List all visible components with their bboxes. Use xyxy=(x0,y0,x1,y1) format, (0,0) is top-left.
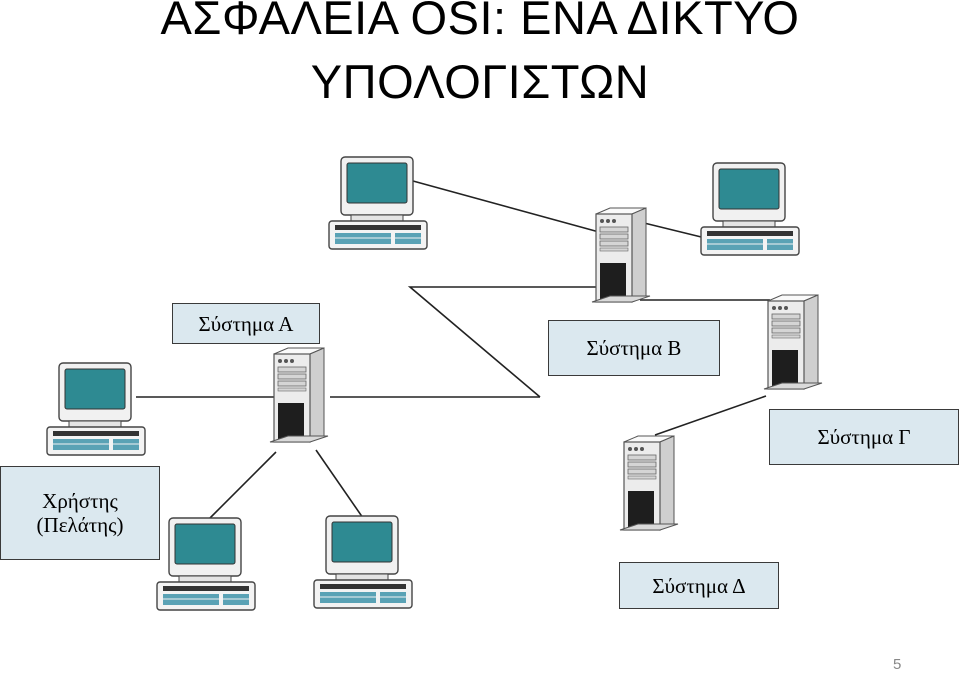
label-system-g-text: Σύστημα Γ xyxy=(817,425,911,449)
label-system-d-text: Σύστημα Δ xyxy=(652,573,746,598)
desktop-computer-icon xyxy=(46,362,146,456)
desktop-computer-icon xyxy=(700,162,800,256)
desktop-computer-icon xyxy=(156,517,256,611)
label-user-line-1: Χρήστης xyxy=(42,489,118,513)
title-line-2: ΥΠΟΛΟΓΙΣΤΩΝ xyxy=(310,55,650,108)
label-system-a: Σύστημα Α xyxy=(172,303,320,344)
link-system-b-z-path xyxy=(407,286,598,398)
label-system-g: Σύστημα Γ xyxy=(769,409,959,465)
label-system-d: Σύστημα Δ xyxy=(619,562,779,609)
link-system-a-to-pc-bottom-left xyxy=(209,451,277,519)
link-system-a-to-pc-bottom-right xyxy=(315,449,364,519)
label-user-client: Χρήστης (Πελάτης) xyxy=(0,466,160,560)
connection-lines xyxy=(136,180,770,519)
server-tower-icon xyxy=(619,435,679,531)
server-tower-icon xyxy=(269,347,329,443)
label-system-b-text: Σύστημα Β xyxy=(586,336,682,360)
desktop-computer-icon xyxy=(313,515,413,609)
server-tower-icon xyxy=(763,294,823,390)
label-system-a-text: Σύστημα Α xyxy=(198,311,294,336)
link-system-g-to-system-d xyxy=(654,395,767,436)
slide-title: ΑΣΦΑΛΕΙΑ OSI: ΕΝΑ ΔΙΚΤΥΟ ΥΠΟΛΟΓΙΣΤΩΝ xyxy=(0,0,960,114)
label-user-line-2: (Πελάτης) xyxy=(36,513,124,537)
title-line-1: ΑΣΦΑΛΕΙΑ OSI: ΕΝΑ ΔΙΚΤΥΟ xyxy=(160,0,800,44)
link-pc-top-to-system-b xyxy=(412,180,600,233)
server-tower-icon xyxy=(591,207,651,303)
page-number: 5 xyxy=(893,656,902,673)
desktop-computer-icon xyxy=(328,156,428,250)
label-system-b: Σύστημα Β xyxy=(548,320,720,376)
